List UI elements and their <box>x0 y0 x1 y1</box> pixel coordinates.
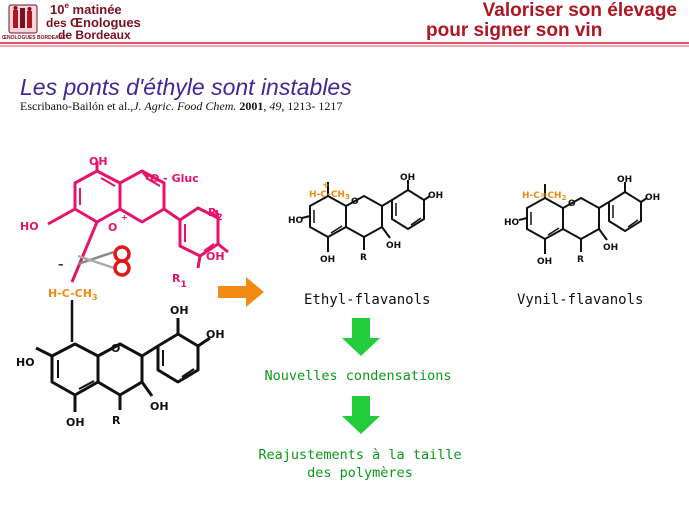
org-line-3: de Bordeaux <box>58 28 131 42</box>
r1-label: R1 <box>172 272 187 290</box>
r2-label: R2 <box>208 206 223 223</box>
green-arrow-down-icon-2 <box>342 396 380 434</box>
oh-catechol1-label: OH <box>170 304 189 317</box>
o-gluc-label: O - Gluc <box>150 172 199 185</box>
ho-left-label: HO <box>20 220 39 233</box>
ethyl-flavanol-structure <box>301 180 431 252</box>
ho-lower-label: HO <box>16 356 35 369</box>
slogan-line-1: Valoriser son élevage <box>482 0 677 21</box>
vinyl-flavanols-caption: Vynil-flavanols <box>517 292 644 308</box>
vinyl-oh-c3-label: OH <box>603 243 618 253</box>
ethyl-ring-o-label: O <box>351 197 359 207</box>
header-divider <box>0 42 689 47</box>
scissors-icon <box>77 245 131 277</box>
ethyl-oh-c3-label: OH <box>386 241 401 251</box>
oh-b-label: OH <box>206 250 225 263</box>
bridge-label: H-C-CH3 <box>48 287 98 302</box>
ethyl-plus-label: + <box>322 181 330 191</box>
orange-arrow-icon <box>218 277 264 307</box>
reference: Escribano-Bailón et al.,J. Agric. Food C… <box>20 99 343 113</box>
vinyl-flavanol-structure <box>518 182 648 254</box>
org-line-1: 10e matinée <box>50 1 122 17</box>
vinyl-ho-label: HO <box>504 218 520 228</box>
logo-caption: ŒNOLOGUES BORDEAUX <box>2 35 66 41</box>
org-line-2: des Œnologues <box>46 15 141 30</box>
flow-step-2-line-2: des polymères <box>307 465 413 481</box>
ethyl-oh2-label: OH <box>428 191 443 201</box>
oh-c3-label: OH <box>150 400 169 413</box>
oh-top-label: OH <box>89 155 108 168</box>
vinyl-ring-o-label: O <box>568 199 576 209</box>
ethyl-oh-bottom-label: OH <box>320 255 335 265</box>
slide-title: Les ponts d'éthyle sont instables <box>20 74 352 100</box>
flavanol-structure <box>35 318 211 412</box>
flow-step-2-line-1: Reajustements à la taille <box>258 447 462 463</box>
vinyl-r-label: R <box>577 255 584 265</box>
ethyl-r-label: R <box>360 253 367 263</box>
o-plus-label: + <box>121 213 128 222</box>
green-arrow-down-icon <box>342 318 380 356</box>
oh-catechol2-label: OH <box>206 328 225 341</box>
vinyl-oh2-label: OH <box>645 193 660 203</box>
vinyl-oh1-label: OH <box>617 175 632 185</box>
slogan-line-2: pour signer son vin <box>426 20 603 41</box>
ethyl-flavanols-caption: Ethyl-flavanols <box>304 292 431 308</box>
anthocyanin-structure <box>47 161 229 283</box>
ring-o-label: O <box>108 221 117 234</box>
ethyl-oh1-label: OH <box>400 173 415 183</box>
ethyl-ho-label: HO <box>288 216 304 226</box>
dash-label: – <box>58 258 64 271</box>
flow-step-2: Reajustements à la taille des polymères <box>250 446 470 482</box>
ethyl-group-label: H-C-CH3 <box>309 190 350 201</box>
oh-bottom-label: OH <box>66 416 85 429</box>
vinyl-oh-bottom-label: OH <box>537 257 552 267</box>
vinyl-group-label: H-C=CH2 <box>522 191 567 202</box>
oenologues-logo <box>8 4 38 34</box>
r-bottom-label: R <box>112 414 121 427</box>
flow-step-1: Nouvelles condensations <box>264 368 452 384</box>
ring-o2-label: O <box>111 342 120 355</box>
